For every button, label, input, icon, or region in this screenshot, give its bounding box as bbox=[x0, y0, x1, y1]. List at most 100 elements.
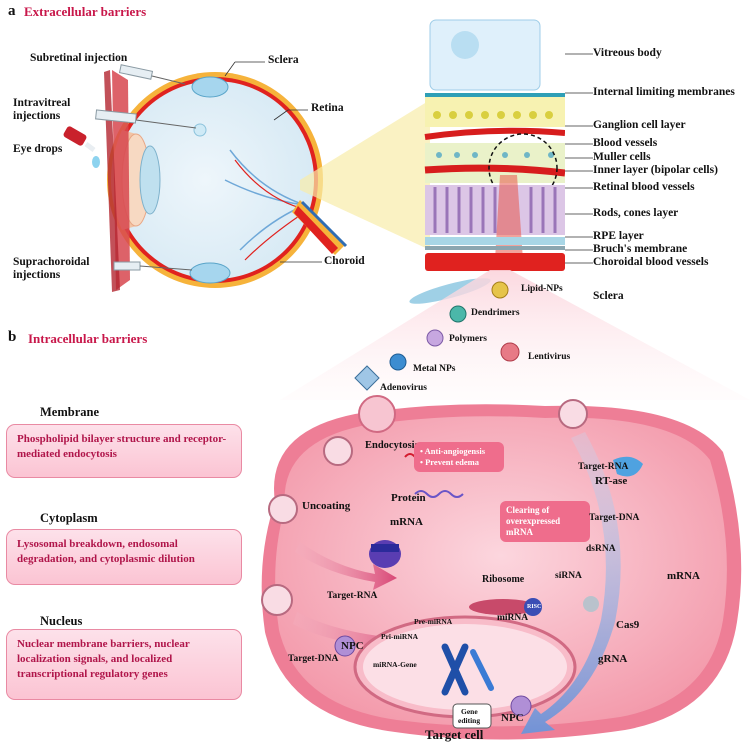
intravitreal-syringe bbox=[95, 109, 197, 129]
choroidal-vessel-band bbox=[425, 253, 565, 271]
label-sclera-eye: Sclera bbox=[268, 54, 299, 66]
label-grna: gRNA bbox=[598, 653, 628, 665]
label-endocytosis: Endocytosis bbox=[365, 440, 419, 451]
label-target-rna-left: Target-RNA bbox=[327, 591, 378, 601]
endosome-icon bbox=[323, 436, 353, 466]
label-mrna-left: mRNA bbox=[390, 516, 423, 528]
cas9-icon bbox=[583, 596, 599, 612]
label-uncoating: Uncoating bbox=[302, 500, 351, 512]
eye-drops-bottle bbox=[63, 126, 100, 168]
label-lipid-nps: Lipid-NPs bbox=[521, 284, 563, 294]
label-gene-editing-1: Gene bbox=[461, 707, 478, 716]
polymer-icon bbox=[426, 329, 444, 347]
sidebar-heading-membrane: Membrane bbox=[40, 405, 100, 419]
panel-b-letter: b bbox=[8, 329, 17, 345]
label-adenovirus: Adenovirus bbox=[380, 383, 427, 393]
label-metal-nps: Metal NPs bbox=[413, 364, 456, 374]
label-inner-layer: Inner layer (bipolar cells) bbox=[593, 164, 718, 176]
npc-left bbox=[334, 635, 356, 657]
panel-a-title: Extracellular barriers bbox=[24, 4, 147, 19]
effects-pill: • Anti-angiogensis • Prevent edema bbox=[414, 442, 504, 472]
label-eye-drops: Eye drops bbox=[13, 143, 63, 155]
label-target-rna-right: Target-RNA bbox=[578, 462, 629, 472]
panel-b-title: Intracellular barriers bbox=[28, 331, 148, 346]
label-target-dna-right: Target-DNA bbox=[589, 513, 640, 523]
suprachoroidal-syringe bbox=[113, 261, 193, 271]
risc-icon bbox=[524, 598, 542, 616]
label-choroid: Choroid bbox=[324, 255, 365, 267]
sidebar-heading-cytoplasm: Cytoplasm bbox=[40, 511, 98, 525]
label-dsrna: dsRNA bbox=[586, 544, 616, 554]
subretinal-syringe bbox=[118, 64, 186, 85]
sidebar-box-nucleus: Nuclear membrane barriers, nuclear local… bbox=[6, 629, 242, 700]
zoom-cone bbox=[300, 100, 430, 250]
label-rods-cones: Rods, cones layer bbox=[593, 207, 679, 219]
sidebar-heading-nucleus: Nucleus bbox=[40, 614, 83, 628]
label-risc: RISC bbox=[527, 604, 542, 610]
dna-vesicle bbox=[261, 584, 293, 616]
effect-anti-angiogenesis: Anti-angiogensis bbox=[424, 446, 486, 456]
label-retina: Retina bbox=[311, 102, 344, 114]
sidebar-box-cytoplasm: Lysosomal breakdown, endosomal degradati… bbox=[6, 529, 242, 585]
label-pre-mirna: Pre-miRNA bbox=[414, 617, 453, 626]
label-npc-right: NPC bbox=[501, 712, 524, 724]
vitreous-body bbox=[429, 19, 541, 91]
rt-ase-icon bbox=[613, 456, 643, 477]
label-mrna-right: mRNA bbox=[667, 570, 700, 582]
label-rt-ase: RT-ase bbox=[595, 475, 628, 487]
label-cas9: Cas9 bbox=[616, 619, 640, 631]
npc-right bbox=[510, 695, 532, 717]
dendrimer-icon bbox=[449, 305, 467, 323]
blood-vessel-band bbox=[424, 127, 565, 140]
label-ganglion: Ganglion cell layer bbox=[593, 119, 686, 131]
adenovirus-icon bbox=[354, 365, 380, 391]
subretinal-bleb bbox=[191, 76, 229, 98]
label-sclera-layer: Sclera bbox=[593, 290, 624, 302]
panel-a-letter: a bbox=[8, 3, 16, 19]
target-rna-arrow bbox=[295, 542, 397, 590]
lentivirus-icon bbox=[500, 342, 520, 362]
label-npc-left: NPC bbox=[341, 640, 364, 652]
endocytosis-pit bbox=[358, 395, 396, 433]
er-ribosome bbox=[469, 599, 537, 615]
label-mirna: miRNA bbox=[497, 613, 529, 623]
label-mirna-gene: miRNA-Gene bbox=[373, 660, 417, 669]
effect-prevent-edema: Prevent edema bbox=[425, 457, 480, 467]
label-target-cell: Target cell bbox=[425, 727, 484, 742]
label-blood-vessels: Blood vessels bbox=[593, 137, 658, 149]
metal-np-icon bbox=[389, 353, 407, 371]
rpe-layer bbox=[425, 237, 565, 245]
label-lentivirus: Lentivirus bbox=[528, 352, 571, 362]
label-vitreous: Vitreous body bbox=[593, 47, 662, 59]
eye-diagram bbox=[63, 61, 348, 292]
label-gene-editing-2: editing bbox=[458, 716, 481, 725]
label-muller: Muller cells bbox=[593, 151, 651, 163]
label-dendrimers: Dendrimers bbox=[471, 308, 520, 318]
bruch-membrane bbox=[425, 246, 565, 250]
lipid-np-icon bbox=[491, 281, 509, 299]
right-pathway-arrow bbox=[521, 432, 621, 734]
lens bbox=[139, 145, 161, 215]
chromosome bbox=[441, 643, 469, 696]
label-subretinal: Subretinal injection bbox=[30, 52, 128, 64]
label-intravitreal: Intravitreal injections bbox=[13, 97, 71, 122]
target-cell bbox=[261, 395, 742, 740]
vector-fan bbox=[280, 270, 750, 400]
ganglion-layer bbox=[425, 97, 565, 127]
label-protein: Protein bbox=[391, 492, 426, 504]
suprachoroidal-bleb bbox=[189, 262, 231, 284]
ilm-band bbox=[425, 93, 565, 97]
rna-vesicle bbox=[558, 399, 588, 429]
label-ilm: Internal limiting membranes bbox=[593, 86, 735, 98]
retina-layers bbox=[409, 19, 565, 304]
label-retinal-vessels: Retinal blood vessels bbox=[593, 181, 695, 193]
label-suprachoroidal: Suprachoroidal injections bbox=[13, 256, 90, 281]
label-ribosome: Ribosome bbox=[482, 574, 525, 585]
label-polymers: Polymers bbox=[449, 334, 487, 344]
zoom-circle bbox=[488, 133, 558, 203]
label-target-dna-left: Target-DNA bbox=[288, 654, 339, 664]
clearing-pill: Clearing of overexpressed mRNA bbox=[500, 501, 590, 542]
label-rpe: RPE layer bbox=[593, 230, 644, 242]
label-bruch: Bruch's membrane bbox=[593, 243, 688, 255]
label-choroidal-vessels: Choroidal blood vessels bbox=[593, 256, 709, 268]
